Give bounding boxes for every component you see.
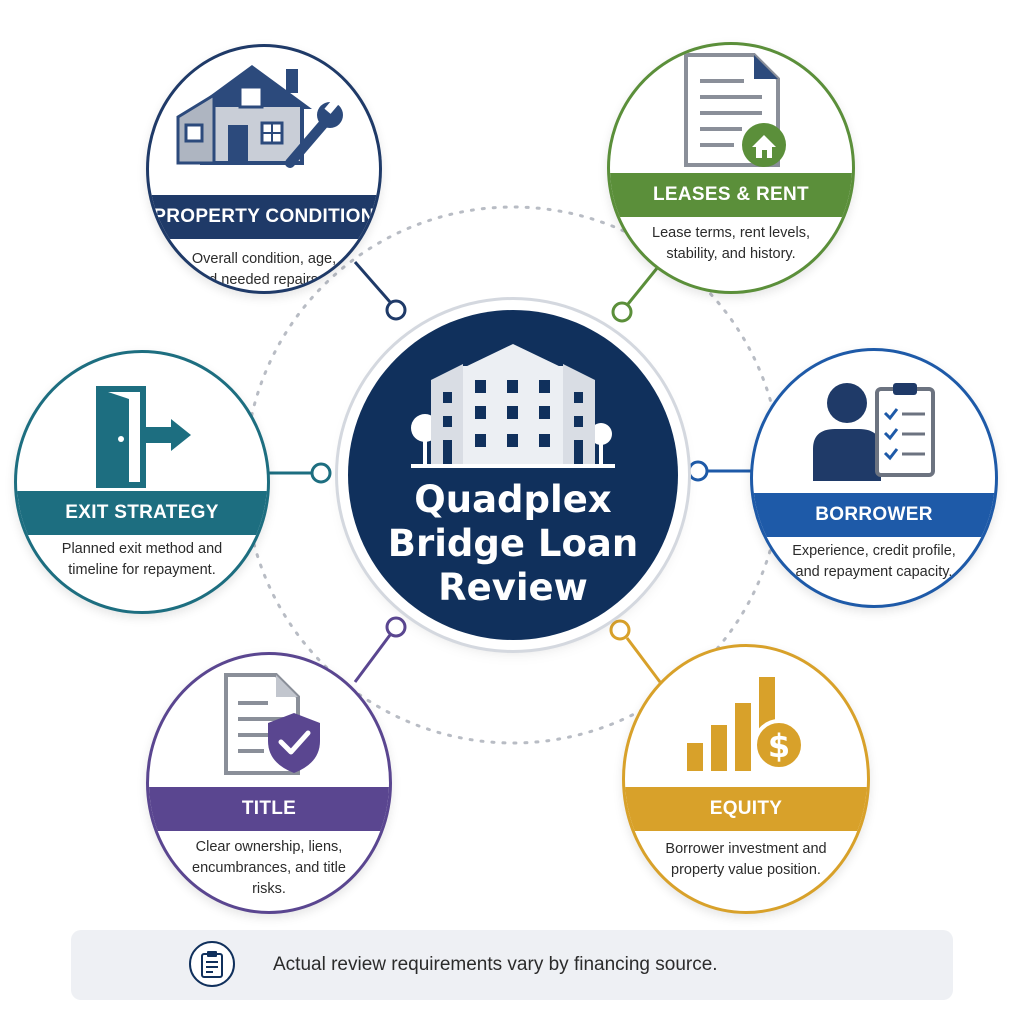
footer-note: Actual review requirements vary by finan…	[71, 930, 953, 1000]
connector-equity	[609, 619, 662, 683]
node-title: BORROWER	[753, 493, 995, 537]
exit-door-arrow-icon	[17, 383, 267, 489]
center-title-line: Quadplex	[414, 478, 612, 521]
node-title: EQUITY	[625, 787, 867, 831]
center-title-line: Review	[438, 566, 588, 609]
center-node: Quadplex Bridge Loan Review	[348, 310, 678, 640]
node-title: EXIT STRATEGY	[17, 491, 267, 535]
node-description: Experience, credit profile, and repaymen…	[792, 543, 956, 580]
node-leases-rent: LEASES & RENT Lease terms, rent levels, …	[607, 42, 855, 294]
footer-text: Actual review requirements vary by finan…	[273, 954, 718, 975]
node-title-review: TITLE Clear ownership, liens, encumbranc…	[146, 652, 392, 914]
connector-leases-rent	[611, 261, 664, 323]
connector-title	[353, 616, 407, 683]
node-title: LEASES & RENT	[610, 173, 852, 217]
node-property-condition: PROPERTY CONDITION Overall condition, ag…	[146, 44, 382, 294]
bar-chart-dollar-icon: $	[625, 669, 867, 777]
center-title: Quadplex Bridge Loan Review	[348, 478, 678, 610]
node-title: PROPERTY CONDITION	[149, 195, 379, 239]
node-description: Clear ownership, liens, encumbrances, an…	[192, 839, 346, 897]
node-description: Overall condition, age, and needed repai…	[191, 251, 337, 288]
node-description: Planned exit method and timeline for rep…	[61, 541, 223, 578]
node-borrower: BORROWER Experience, credit profile, and…	[750, 348, 998, 608]
node-description: Borrower investment and property value p…	[665, 841, 827, 878]
connector-borrower	[687, 460, 752, 482]
document-shield-icon	[149, 669, 389, 779]
node-title: TITLE	[149, 787, 389, 831]
connector-property-condition	[353, 261, 407, 321]
person-checklist-icon	[753, 377, 995, 481]
node-description: Lease terms, rent levels, stability, and…	[652, 225, 810, 262]
connector-exit-strategy	[268, 462, 332, 484]
node-exit-strategy: EXIT STRATEGY Planned exit method and ti…	[14, 350, 270, 614]
lease-document-icon	[610, 51, 852, 169]
svg-text:$: $	[768, 727, 790, 765]
quadplex-building-icon	[403, 340, 623, 475]
house-wrench-icon	[149, 59, 379, 169]
clipboard-icon	[189, 941, 235, 987]
center-title-line: Bridge Loan	[387, 522, 639, 565]
node-equity: $ EQUITY Borrower investment and propert…	[622, 644, 870, 914]
